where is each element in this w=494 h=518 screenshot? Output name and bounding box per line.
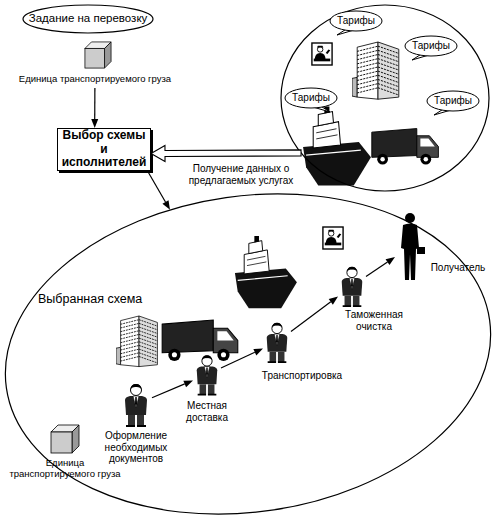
- person-figure: [197, 355, 218, 394]
- node-label: Тарифы: [412, 40, 450, 52]
- arrow-line: [148, 171, 166, 202]
- node-label: Транспортировка: [257, 370, 347, 382]
- task-ellipse: Задание на перевозку: [22, 4, 154, 34]
- flow-arrow: [152, 380, 193, 397]
- node-label: Тарифы: [292, 92, 330, 104]
- office-building: [116, 316, 157, 367]
- office-building: [352, 42, 399, 99]
- arrow-head: [386, 257, 395, 265]
- cargo-ship: [235, 236, 297, 308]
- arrow-head: [329, 296, 338, 304]
- actor-figure: Оформление необходимых документов: [120, 382, 152, 427]
- recipient-figure: Получатель: [395, 212, 425, 282]
- node-label: Выбор схемы и исполнителей: [62, 129, 147, 170]
- person-figure: [267, 323, 288, 362]
- node-label: Таможенная очистка: [342, 309, 406, 332]
- cargo-cube: [51, 425, 79, 453]
- delivery-truck: [162, 320, 238, 361]
- bubble-outline: [285, 88, 337, 108]
- node-label: Тарифы: [337, 15, 375, 27]
- tariff-bubble: Тарифы: [283, 87, 339, 113]
- person-figure: [125, 384, 147, 426]
- flow-arrow: [221, 349, 263, 369]
- cargo-unit: Единица транспортируемого груза: [15, 40, 175, 88]
- customs-icon: [312, 43, 332, 65]
- process-box: Выбор схемы и исполнителей: [57, 128, 151, 171]
- arrow-head: [183, 380, 193, 387]
- arrow-line: [221, 352, 255, 368]
- tariff-circle: ТарифыТарифыТарифыТарифы: [280, 4, 490, 192]
- cargo-cube: [85, 42, 111, 68]
- tariff-bubble: Тарифы: [425, 90, 481, 116]
- recipient-figure: [401, 213, 425, 280]
- outline-ellipse: [281, 5, 489, 191]
- edge-label: Получение данных о предлагаемых услугах: [186, 163, 296, 186]
- customs-icon: [323, 227, 343, 249]
- arrow-line: [291, 302, 331, 332]
- delivery-truck: [372, 129, 439, 165]
- outline-ellipse: [0, 164, 494, 518]
- cargo-ship: [303, 106, 371, 185]
- tariff-bubble: Тарифы: [403, 35, 459, 61]
- tariff-bubble: Тарифы: [328, 10, 384, 36]
- hollow-arrow: [151, 146, 301, 162]
- flow-arrow: [291, 296, 338, 331]
- flow-arrow: [366, 257, 395, 277]
- arrow-head: [253, 349, 263, 356]
- flow-arrow: [151, 146, 301, 162]
- actor-figure: Таможенная очистка: [338, 265, 366, 307]
- arrow-line: [94, 88, 95, 119]
- node-label: Единица транспортируемого груза: [15, 74, 175, 85]
- arrow-line: [366, 262, 388, 276]
- node-label: Задание на перевозку: [29, 12, 148, 25]
- bubble-outline: [405, 36, 457, 56]
- arrow-head: [91, 119, 98, 128]
- node-label: Получатель: [423, 262, 493, 274]
- outline-ellipse: [23, 5, 153, 33]
- actor-figure: Местная доставка: [193, 352, 221, 397]
- node-label: Тарифы: [434, 95, 472, 107]
- flow-arrow: [91, 88, 98, 128]
- arrow-line: [152, 384, 185, 398]
- bubble-outline: [427, 91, 479, 111]
- bubble-outline: [330, 11, 382, 31]
- node-label: Выбранная схема: [38, 292, 178, 306]
- scheme-ellipse: Выбранная схемаЕдиница транспортируемого…: [0, 194, 494, 516]
- node-label: Оформление необходимых документов: [99, 430, 173, 465]
- person-figure: [342, 267, 363, 306]
- arrow-head: [162, 200, 170, 210]
- node-label: Местная доставка: [179, 400, 235, 423]
- node-label: Единица транспортируемого груза: [5, 458, 125, 480]
- flow-arrow: [148, 171, 170, 210]
- actor-figure: Транспортировка: [263, 318, 291, 366]
